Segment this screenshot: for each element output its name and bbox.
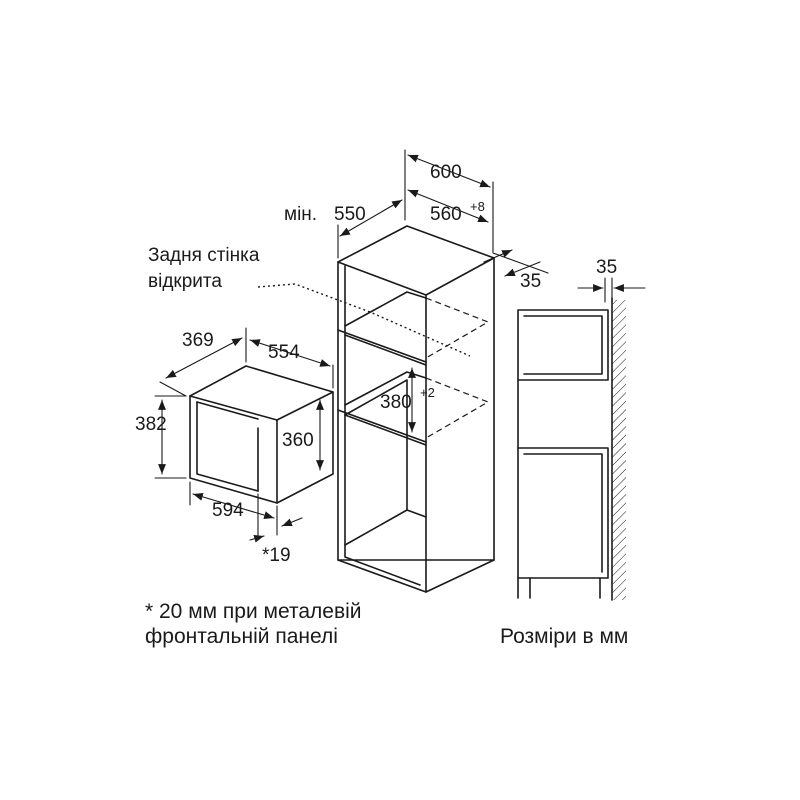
dim-594: 594 <box>189 481 278 536</box>
dim-380: 380 +2 <box>380 367 435 433</box>
dim-554-label: 554 <box>268 342 300 363</box>
tall-cabinet <box>257 225 495 593</box>
units-note: Розміри в мм <box>500 625 628 648</box>
dim-560: 560 +8 <box>407 189 489 225</box>
dim-382-label: 382 <box>135 414 167 435</box>
dim-369: 369 <box>159 327 247 397</box>
wall-hatch <box>612 300 626 600</box>
dim-600-label: 600 <box>430 162 462 183</box>
dim-554: 554 <box>249 339 334 389</box>
dim-35-side-label: 35 <box>520 271 541 292</box>
dim-19-label: *19 <box>262 545 291 566</box>
dim-560-tol: +8 <box>470 199 485 214</box>
dim-360: 360 <box>282 399 324 471</box>
rear-wall-text-1: Задня стінка <box>148 245 260 266</box>
dim-380-label: 380 <box>380 392 412 413</box>
dim-35-side: 35 <box>483 249 549 292</box>
dim-380-tol: +2 <box>420 385 435 400</box>
dim-369-label: 369 <box>182 330 214 351</box>
footnote-line-1: * 20 мм при металевій <box>145 600 362 623</box>
min-550-label: 550 <box>334 204 366 225</box>
dim-19: *19 <box>249 493 303 566</box>
dim-560-label: 560 <box>430 204 462 225</box>
dim-382: 382 <box>135 395 187 479</box>
dim-min-550: мін. 550 <box>284 199 403 259</box>
side-view <box>517 297 626 601</box>
dim-594-label: 594 <box>212 500 244 521</box>
microwave-unit <box>189 365 334 504</box>
rear-wall-text-2: відкрита <box>148 271 222 292</box>
dim-35-wall: 35 <box>577 257 646 303</box>
dim-35-wall-label: 35 <box>596 257 617 278</box>
min-prefix: мін. <box>284 204 317 225</box>
dim-600: 600 <box>404 149 494 253</box>
dim-360-label: 360 <box>282 430 314 451</box>
footnote-line-2: фронтальній панелі <box>145 625 338 648</box>
